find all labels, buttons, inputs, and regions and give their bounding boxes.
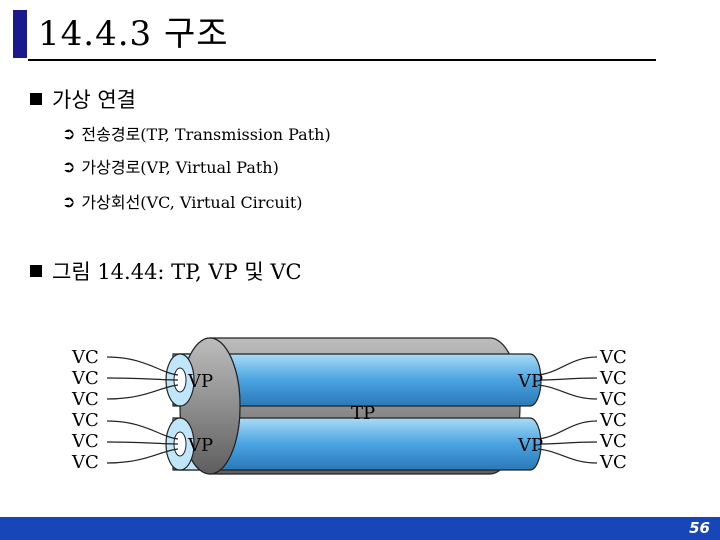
vc-label: VC <box>599 452 627 473</box>
sub-bullet-text: 전송경로(TP, Transmission Path) <box>81 125 331 144</box>
page-number: 56 <box>689 519 710 537</box>
vc-label: VC <box>71 347 99 368</box>
vp-label: VP <box>187 371 213 392</box>
vc-wires-right <box>537 356 598 464</box>
vc-label: VC <box>599 410 627 431</box>
vc-label: VC <box>599 347 627 368</box>
tp-label: TP <box>351 403 375 424</box>
vp-tube-lower <box>172 417 542 471</box>
slide-title: 14.4.3 구조 <box>38 14 229 54</box>
square-bullet-icon <box>30 265 42 277</box>
vc-label: VC <box>71 410 99 431</box>
circled-arrow-icon: ➲ <box>62 156 76 176</box>
bullet-text: 가상 연결 <box>52 88 136 112</box>
bullet-text: 그림 14.44: TP, VP 및 VC <box>52 260 302 284</box>
title-underline <box>28 59 656 61</box>
vp-label: VP <box>187 435 213 456</box>
title-accent-bar <box>13 10 27 58</box>
sub-bullet-vc: ➲ 가상회선(VC, Virtual Circuit) <box>62 189 303 213</box>
vp-label: VP <box>517 371 543 392</box>
vc-label: VC <box>71 431 99 452</box>
bullet-figure-caption: 그림 14.44: TP, VP 및 VC <box>30 256 302 286</box>
square-bullet-icon <box>30 93 42 105</box>
vp-tube-upper <box>172 353 542 407</box>
circled-arrow-icon: ➲ <box>62 191 76 211</box>
circled-arrow-icon: ➲ <box>62 123 76 143</box>
sub-bullet-vp: ➲ 가상경로(VP, Virtual Path) <box>62 154 279 178</box>
vp-label: VP <box>517 435 543 456</box>
sub-bullet-text: 가상경로(VP, Virtual Path) <box>81 158 279 177</box>
vc-label: VC <box>599 389 627 410</box>
vc-label: VC <box>599 431 627 452</box>
sub-bullet-tp: ➲ 전송경로(TP, Transmission Path) <box>62 121 331 145</box>
vc-label: VC <box>71 368 99 389</box>
bullet-virtual-connection: 가상 연결 <box>30 84 136 114</box>
vc-label: VC <box>71 389 99 410</box>
tp-vp-vc-diagram: VC VC VC VC VC VC VC VC VC VC VC VC VP V… <box>71 337 627 475</box>
footer-bar: 56 <box>0 517 720 540</box>
vc-label: VC <box>599 368 627 389</box>
vc-label: VC <box>71 452 99 473</box>
sub-bullet-text: 가상회선(VC, Virtual Circuit) <box>81 193 303 212</box>
vc-wires-left <box>106 356 179 464</box>
